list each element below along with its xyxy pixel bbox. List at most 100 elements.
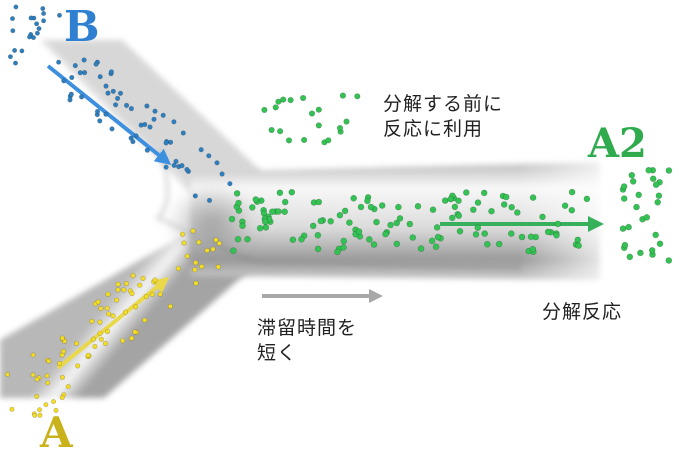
particle-a: [104, 305, 110, 311]
particle-a: [92, 343, 98, 350]
particle-a: [152, 277, 158, 283]
particle-b: [97, 74, 103, 80]
particle-a: [142, 317, 148, 323]
particle-product: [469, 206, 477, 214]
particle-product: [553, 232, 560, 239]
particle-product: [249, 204, 256, 211]
particle-b: [36, 26, 42, 32]
particle-product: [234, 235, 242, 243]
particle-b: [133, 133, 139, 139]
particle-product: [339, 92, 347, 99]
particle-product: [301, 136, 308, 143]
particle-a: [140, 275, 146, 282]
particle-product: [281, 208, 289, 215]
particle-b: [93, 61, 99, 67]
particle-b: [34, 21, 40, 27]
particle-product: [620, 195, 628, 202]
particle-product: [314, 245, 322, 253]
product-a2-label: A2: [588, 120, 647, 167]
particle-a: [137, 282, 143, 288]
particle-a: [130, 273, 136, 279]
particle-a: [179, 231, 186, 237]
particle-product: [568, 206, 576, 214]
particle-a: [167, 303, 173, 310]
particle-b: [163, 164, 169, 170]
particle-product: [654, 199, 662, 206]
particle-a: [95, 299, 101, 305]
particle-product: [619, 225, 627, 232]
particle-product: [396, 215, 404, 222]
particle-b: [144, 147, 150, 153]
particle-product: [652, 231, 660, 239]
particle-product: [481, 230, 489, 237]
particle-b: [56, 12, 62, 18]
particle-a: [199, 263, 205, 270]
particle-product: [315, 106, 322, 113]
particle-product: [621, 241, 629, 249]
particle-a: [115, 281, 121, 287]
particle-b: [206, 153, 212, 159]
particle-product: [652, 181, 660, 188]
particle-product: [334, 248, 341, 256]
particle-product: [513, 209, 521, 216]
particle-product: [625, 223, 632, 231]
particle-b: [219, 171, 225, 177]
particle-a: [129, 335, 135, 341]
particle-a: [149, 291, 155, 298]
particle-a: [193, 280, 199, 286]
particle-b: [108, 69, 114, 75]
particle-b: [28, 15, 34, 21]
particle-product: [527, 233, 535, 241]
particle-product: [325, 137, 332, 144]
particle-product: [367, 203, 375, 211]
particle-b: [109, 126, 115, 132]
particle-a: [105, 291, 111, 297]
particle-product: [357, 203, 365, 211]
particle-product: [354, 93, 361, 100]
particle-b: [151, 116, 157, 122]
particle-a: [196, 239, 202, 245]
particle-a: [37, 412, 43, 418]
particle-a: [213, 237, 219, 243]
particle-a: [45, 380, 51, 386]
particle-product: [239, 222, 246, 230]
particle-b: [214, 160, 220, 166]
particle-product: [575, 242, 582, 249]
particle-product: [655, 192, 663, 199]
particle-a: [50, 399, 56, 405]
particle-a: [59, 335, 66, 341]
inlet-a-label: A: [40, 408, 73, 454]
particle-b: [160, 112, 166, 118]
particle-product: [346, 219, 353, 226]
particle-b: [72, 62, 78, 69]
particle-product: [474, 224, 482, 231]
particle-a: [32, 412, 38, 418]
particle-a: [75, 363, 81, 369]
particle-b: [171, 162, 177, 168]
particle-product: [507, 230, 515, 237]
particle-product: [280, 96, 287, 103]
particle-b: [78, 94, 85, 100]
particle-a: [44, 373, 50, 379]
particle-a: [98, 336, 104, 342]
particle-a: [204, 247, 210, 254]
particle-product: [529, 194, 537, 201]
particle-b: [206, 197, 213, 203]
inlet-b-label: B: [64, 2, 100, 51]
particle-product: [350, 195, 358, 202]
particle-product: [395, 203, 402, 211]
decompose-note-line-1: 分解する前に: [383, 93, 504, 115]
particle-product: [518, 233, 526, 241]
particle-b: [12, 47, 18, 53]
particle-product: [268, 126, 275, 134]
particle-b: [13, 60, 19, 66]
particle-product: [472, 231, 480, 238]
particle-b: [13, 4, 19, 10]
particle-a: [215, 264, 221, 270]
particle-b: [81, 57, 87, 63]
particle-product: [343, 118, 350, 125]
particle-product: [289, 236, 297, 244]
particle-b: [142, 121, 148, 128]
particle-product: [336, 211, 344, 219]
